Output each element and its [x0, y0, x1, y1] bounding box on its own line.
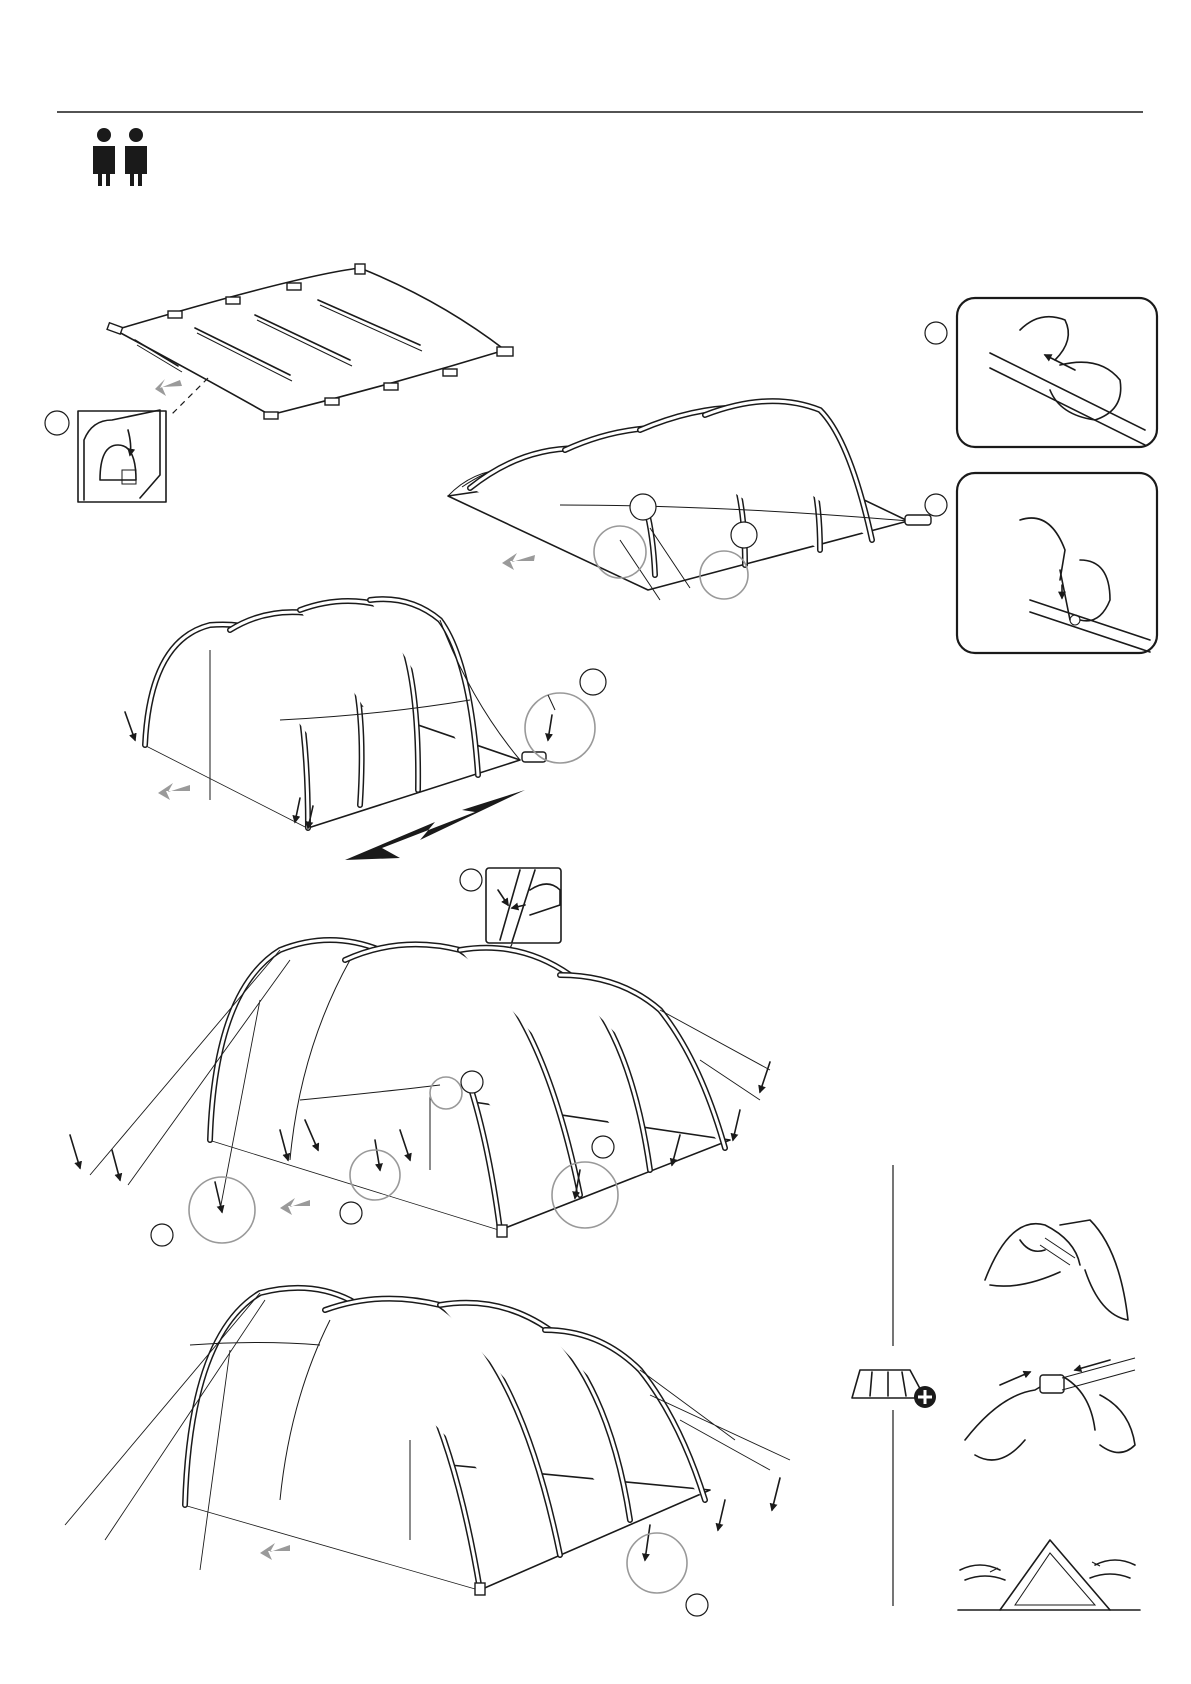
- two-persons-icon: [93, 128, 147, 186]
- step-marker: [460, 869, 482, 891]
- direction-arrow: [345, 790, 525, 860]
- pole-sleeve-detail-icon: [957, 298, 1157, 447]
- step-raise-tent-drawing: [125, 599, 546, 828]
- buckle-adjust-icon: [965, 1358, 1135, 1460]
- step-marker: [630, 494, 656, 520]
- tent-door-detail-icon: [78, 410, 166, 502]
- peg-detail-icon: [548, 695, 555, 740]
- step-marker: [580, 669, 606, 695]
- step-marker: [592, 1136, 614, 1158]
- step-marker: [461, 1071, 483, 1093]
- add-tent-icon: [852, 1370, 936, 1408]
- tension-strap-icon: [985, 1220, 1128, 1320]
- step-marker: [45, 411, 69, 435]
- step-marker: [731, 522, 757, 548]
- step-marker: [340, 1202, 362, 1224]
- pole-pin-detail-icon: [957, 473, 1157, 653]
- step-groundsheet-drawing: [107, 264, 513, 419]
- buckle-detail-icon: [486, 868, 561, 943]
- step-marker: [925, 494, 947, 516]
- step-peg-guy-drawing: [70, 940, 770, 1237]
- zoom-circle: [627, 1533, 687, 1593]
- step-finished-tent-drawing: [65, 1288, 790, 1595]
- step-marker: [925, 322, 947, 344]
- step-marker: [686, 1594, 708, 1616]
- zoom-circle: [552, 1162, 618, 1228]
- step-insert-poles-drawing: [448, 401, 931, 600]
- step-marker: [151, 1224, 173, 1246]
- zoom-circle: [525, 693, 595, 763]
- wind-direction-icon: [958, 1540, 1140, 1610]
